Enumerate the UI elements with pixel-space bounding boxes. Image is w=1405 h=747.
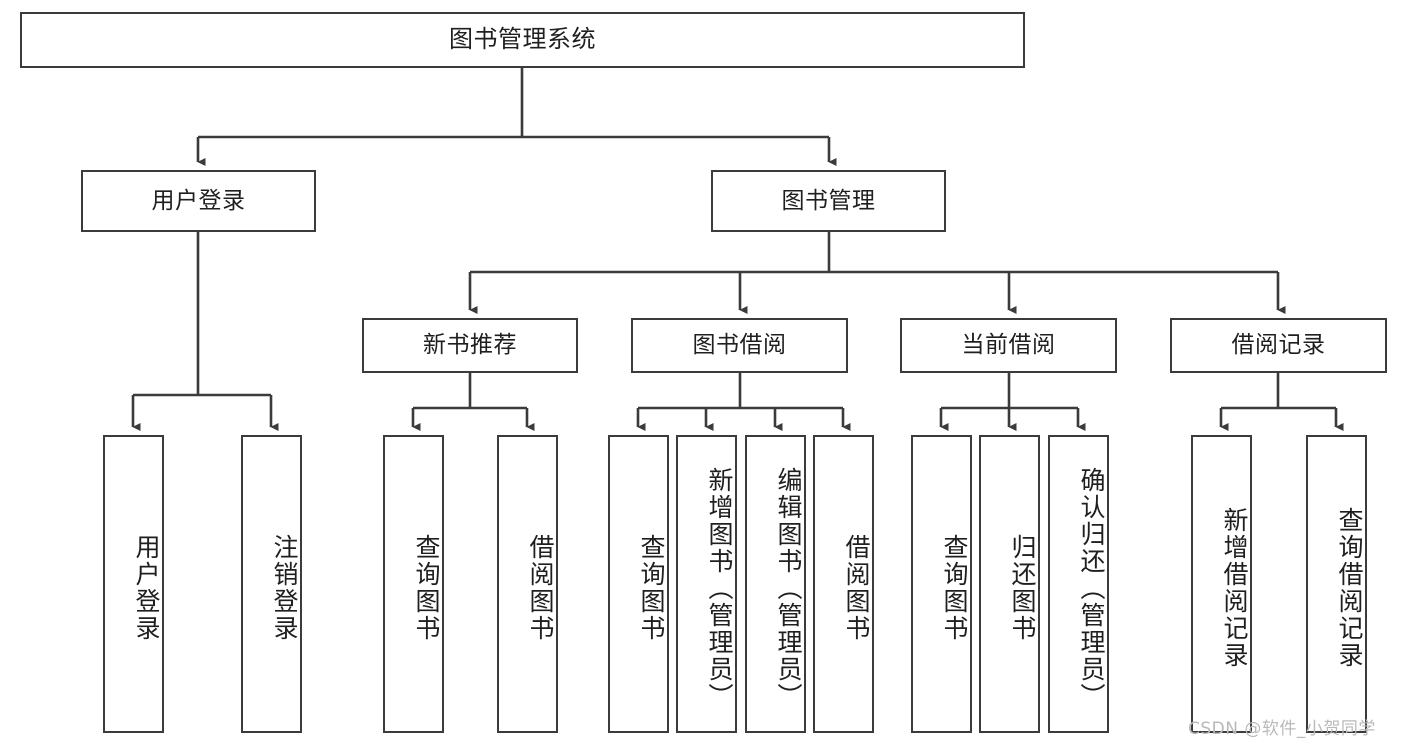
node-leaf-add-book[interactable]: 新增图书（管理员） — [676, 435, 737, 733]
node-leaf-query-book-borrow[interactable]: 查询图书 — [608, 435, 669, 733]
node-label: 用户登录 — [132, 534, 161, 642]
node-book-manage[interactable]: 图书管理 — [711, 170, 946, 232]
node-label: 查询图书 — [412, 534, 441, 642]
node-label: 图书借阅 — [692, 332, 787, 359]
node-leaf-confirm-return[interactable]: 确认归还（管理员） — [1048, 435, 1109, 733]
node-leaf-add-borrow-record[interactable]: 新增借阅记录 — [1191, 435, 1252, 733]
node-leaf-borrow-book-recommend[interactable]: 借阅图书 — [497, 435, 558, 733]
node-root-system[interactable]: 图书管理系统 — [20, 12, 1025, 68]
node-label: 确认归还（管理员） — [1077, 466, 1106, 710]
node-label: 用户登录 — [151, 187, 246, 214]
node-label: 归还图书 — [1008, 534, 1037, 642]
node-label: 注销登录 — [270, 534, 299, 642]
node-leaf-query-borrow-record[interactable]: 查询借阅记录 — [1306, 435, 1367, 733]
node-label: 新书推荐 — [423, 332, 517, 359]
node-label: 借阅图书 — [842, 534, 871, 642]
node-label: 查询图书 — [940, 534, 969, 642]
node-label: 编辑图书（管理员） — [774, 466, 803, 710]
node-label: 新增图书（管理员） — [705, 466, 734, 710]
node-label: 借阅记录 — [1231, 332, 1326, 359]
csdn-watermark: CSDN @软件_小贺同学 — [1188, 719, 1376, 739]
node-label: 图书管理 — [781, 187, 876, 214]
node-label: 当前借阅 — [961, 332, 1056, 359]
node-leaf-return-book[interactable]: 归还图书 — [979, 435, 1040, 733]
node-label: 查询借阅记录 — [1335, 507, 1364, 669]
node-leaf-user-logout[interactable]: 注销登录 — [241, 435, 302, 733]
node-leaf-query-book-recommend[interactable]: 查询图书 — [383, 435, 444, 733]
node-label: 新增借阅记录 — [1220, 507, 1249, 669]
node-current-borrow[interactable]: 当前借阅 — [900, 318, 1117, 373]
node-leaf-edit-book[interactable]: 编辑图书（管理员） — [745, 435, 806, 733]
node-label: 查询图书 — [637, 534, 666, 642]
node-book-borrow[interactable]: 图书借阅 — [631, 318, 848, 373]
node-label: 图书管理系统 — [449, 25, 596, 54]
node-leaf-query-book-current[interactable]: 查询图书 — [911, 435, 972, 733]
node-user-login[interactable]: 用户登录 — [81, 170, 316, 232]
node-borrow-record[interactable]: 借阅记录 — [1170, 318, 1387, 373]
node-leaf-user-login[interactable]: 用户登录 — [103, 435, 164, 733]
node-label: 借阅图书 — [526, 534, 555, 642]
node-new-book-recommend[interactable]: 新书推荐 — [362, 318, 578, 373]
node-leaf-borrow-book[interactable]: 借阅图书 — [813, 435, 874, 733]
